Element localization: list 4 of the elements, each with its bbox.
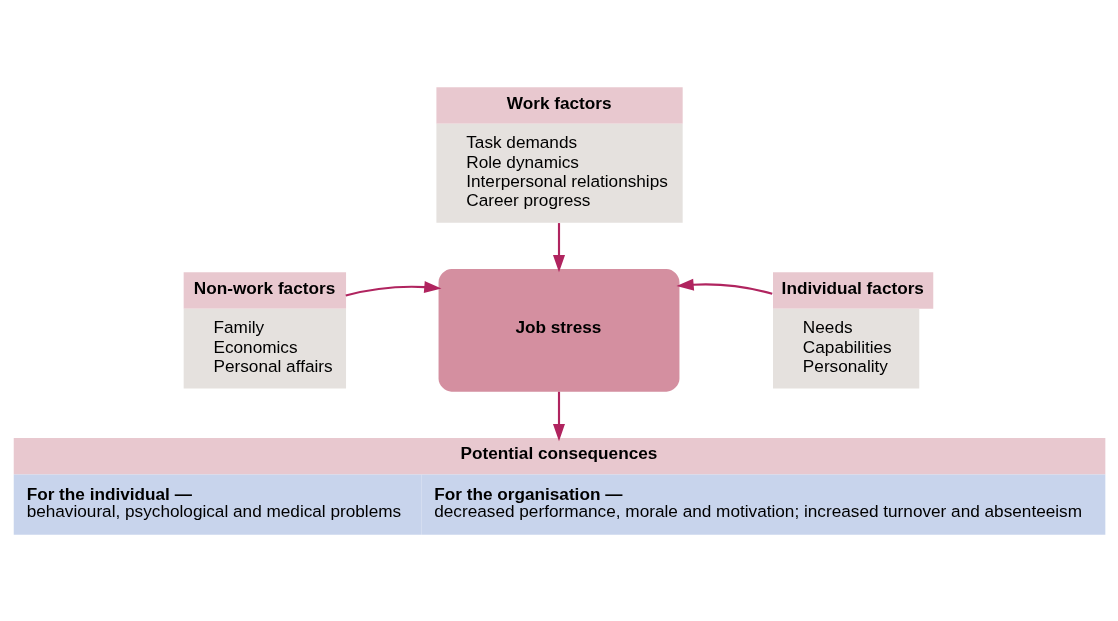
arrow <box>552 391 566 441</box>
arrow <box>552 222 566 272</box>
node-box: Job stress <box>438 268 680 392</box>
arrow <box>345 280 442 297</box>
